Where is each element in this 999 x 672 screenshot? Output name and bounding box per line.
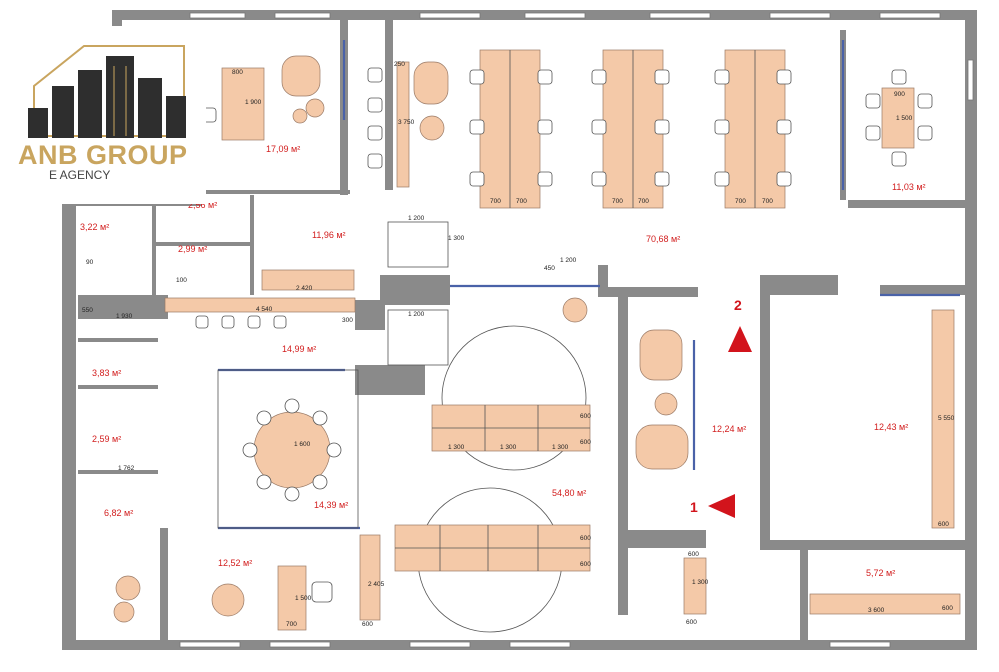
dimension-label: 100: [176, 277, 187, 284]
dimension-label: 600: [580, 413, 591, 420]
area-label: 54,80 м²: [552, 488, 586, 498]
meeting-room-outline: [217, 369, 359, 529]
dimension-label: 3 750: [398, 119, 415, 126]
small-meeting-furniture: [865, 69, 933, 167]
area-label: 12,43 м²: [874, 422, 908, 432]
dimension-label: 700: [516, 198, 527, 205]
dimension-label: 1 500: [896, 115, 913, 122]
dimension-label: 800: [232, 69, 243, 76]
dimension-label: 900: [894, 91, 905, 98]
dimension-label: 1 200: [408, 311, 425, 318]
area-label: 14,39 м²: [314, 500, 348, 510]
entrance-number: 1: [690, 499, 698, 515]
dimension-label: 4 540: [256, 306, 273, 313]
dimension-label: 1 930: [116, 313, 133, 320]
workstations-top: [367, 49, 792, 209]
area-label: 17,09 м²: [266, 144, 300, 154]
dimension-label: 1 300: [552, 444, 569, 451]
dimension-label: 1 200: [408, 215, 425, 222]
dimension-label: 250: [394, 61, 405, 68]
dimension-label: 700: [735, 198, 746, 205]
dimension-label: 1 300: [448, 235, 465, 242]
dimension-label: 600: [362, 621, 373, 628]
area-label: 3,83 м²: [92, 368, 121, 378]
dimension-label: 600: [688, 551, 699, 558]
dimension-label: 300: [342, 317, 353, 324]
area-label: 3,22 м²: [80, 222, 109, 232]
entrance-marker-1: [708, 494, 735, 518]
dimension-label: 1 300: [500, 444, 517, 451]
area-label: 11,03 м²: [892, 182, 926, 192]
area-label: 11,96 м²: [312, 230, 346, 240]
area-label: 2,56 м²: [188, 200, 217, 210]
area-label: 5,72 м²: [866, 568, 895, 578]
dimension-label: 700: [286, 621, 297, 628]
dimension-label: 1 300: [448, 444, 465, 451]
dimension-label: 600: [938, 521, 949, 528]
dimension-label: 550: [82, 307, 93, 314]
area-label: 70,68 м²: [646, 234, 680, 244]
dimension-label: 600: [686, 619, 697, 626]
dimension-label: 1 900: [245, 99, 262, 106]
entrance-number: 2: [734, 297, 742, 313]
dimension-label: 90: [86, 259, 94, 266]
dimension-label: 600: [580, 535, 591, 542]
dimension-label: 1 300: [692, 579, 709, 586]
dimension-label: 5 550: [938, 415, 955, 422]
dimension-label: 600: [580, 561, 591, 568]
entrance-marker-2: [728, 326, 752, 352]
lounge-furniture: [635, 329, 707, 615]
area-label: 14,99 м²: [282, 344, 316, 354]
area-label: 12,24 м²: [712, 424, 746, 434]
kitchen-counter: [164, 269, 588, 329]
dimension-label: 1 200: [560, 257, 577, 264]
area-label: 12,52 м²: [218, 558, 252, 568]
dimension-label: 700: [762, 198, 773, 205]
dimension-label: 700: [638, 198, 649, 205]
logo-name: ANB GROUP: [18, 140, 188, 170]
dimension-label: 1 762: [118, 465, 135, 472]
area-label: 2,59 м²: [92, 434, 121, 444]
dimension-label: 450: [544, 265, 555, 272]
round-conference-table: [242, 398, 342, 502]
logo-tagline: E AGENCY: [46, 168, 114, 182]
workstations-open-space: [359, 325, 591, 633]
stairs: [387, 221, 449, 366]
dimension-label: 1 500: [295, 595, 312, 602]
dimension-label: 700: [612, 198, 623, 205]
dimension-label: 1 600: [294, 441, 311, 448]
office-furniture-bottom: [113, 565, 333, 631]
dimension-label: 600: [942, 605, 953, 612]
building-logo-icon: [28, 45, 186, 138]
area-label: 2,99 м²: [178, 244, 207, 254]
storage-right: [809, 309, 961, 615]
dimension-label: 700: [490, 198, 501, 205]
dimension-label: 3 600: [868, 607, 885, 614]
director-office-furniture: [201, 55, 325, 141]
dimension-label: 600: [580, 439, 591, 446]
area-label: 6,82 м²: [104, 508, 133, 518]
dimension-label: 2 420: [296, 285, 313, 292]
dimension-label: 2 405: [368, 581, 385, 588]
